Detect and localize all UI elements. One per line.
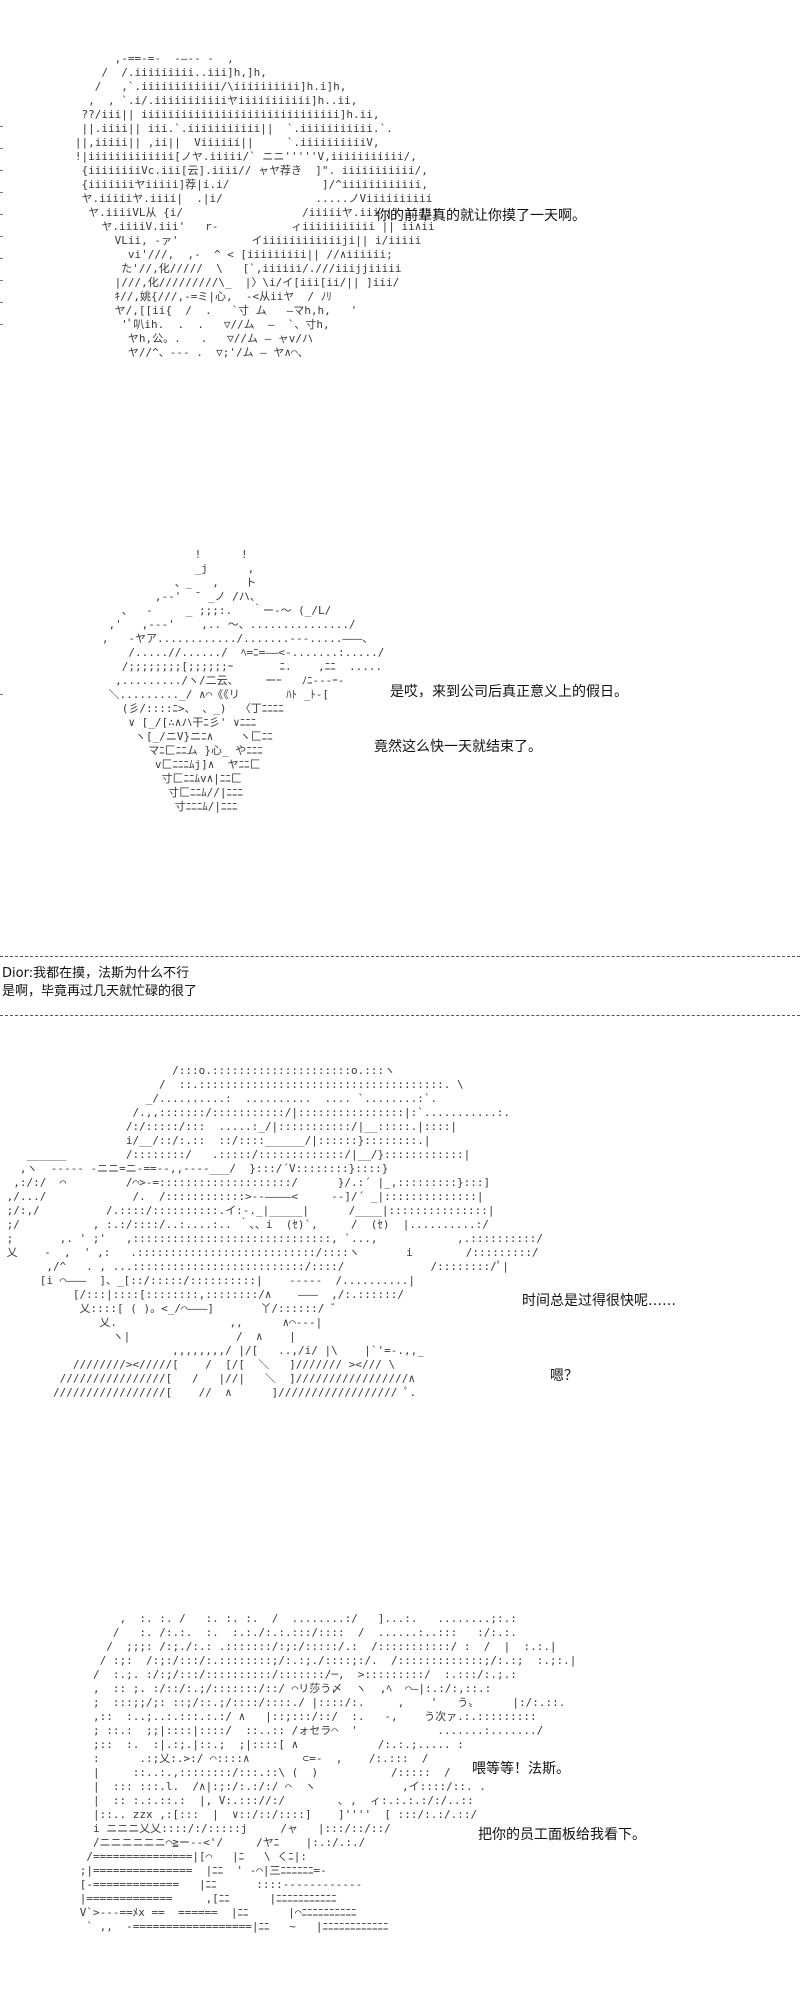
panel-4: , :. :. / :. :. :. / ........:/ ]...:. .…: [0, 1610, 800, 2000]
divider: [0, 1015, 800, 1016]
dialogue-line: 把你的员工面板给我看下。: [478, 1827, 646, 1843]
ascii-art-character: ,-==-=- -―-- - , / /.iiiiiiiii..iii]h,]h…: [74, 52, 439, 359]
chat-line: 是啊，毕竟再过几天就忙碌的很了: [2, 984, 198, 999]
dialogue-line: 是哎，来到公司后真正意义上的假日。: [390, 684, 628, 700]
dialogue-line: 你的前辈真的就让你摸了一天啊。: [376, 208, 586, 224]
panel-1: ,-==-=- -―-- - , / /.iiiiiiiii..iii]h,]h…: [0, 40, 800, 480]
left-margin-ticks: [0, 540, 6, 920]
ascii-art-character: /:::o.:::::::::::::::::::::o.:::ヽ / ::.:…: [6, 1064, 544, 1399]
panel-2: ! ! _j , 、_ , ト ,-‐' ̄ _ノ /ハ、 、 ‐ _ ;;;:…: [0, 540, 800, 920]
dialogue-line: 时间总是过得很快呢……: [522, 1293, 676, 1309]
dialogue-line: 嗯？: [550, 1368, 578, 1384]
dialogue-line: 竟然这么快一天就结束了。: [374, 739, 542, 755]
left-margin-ticks: [0, 40, 6, 480]
chat-line: Dior:我都在摸，法斯为什么不行: [2, 966, 190, 981]
ascii-art-character: ! ! _j , 、_ , ト ,-‐' ̄ _ノ /ハ、 、 ‐ _ ;;;:…: [101, 548, 385, 813]
panel-3: /:::o.:::::::::::::::::::::o.:::ヽ / ::.:…: [0, 1060, 800, 1560]
dialogue-line: 喂等等！法斯。: [472, 1761, 570, 1777]
divider: [0, 956, 800, 957]
ascii-art-character: , :. :. / :. :. :. / ........:/ ]...:. .…: [79, 1612, 577, 1933]
